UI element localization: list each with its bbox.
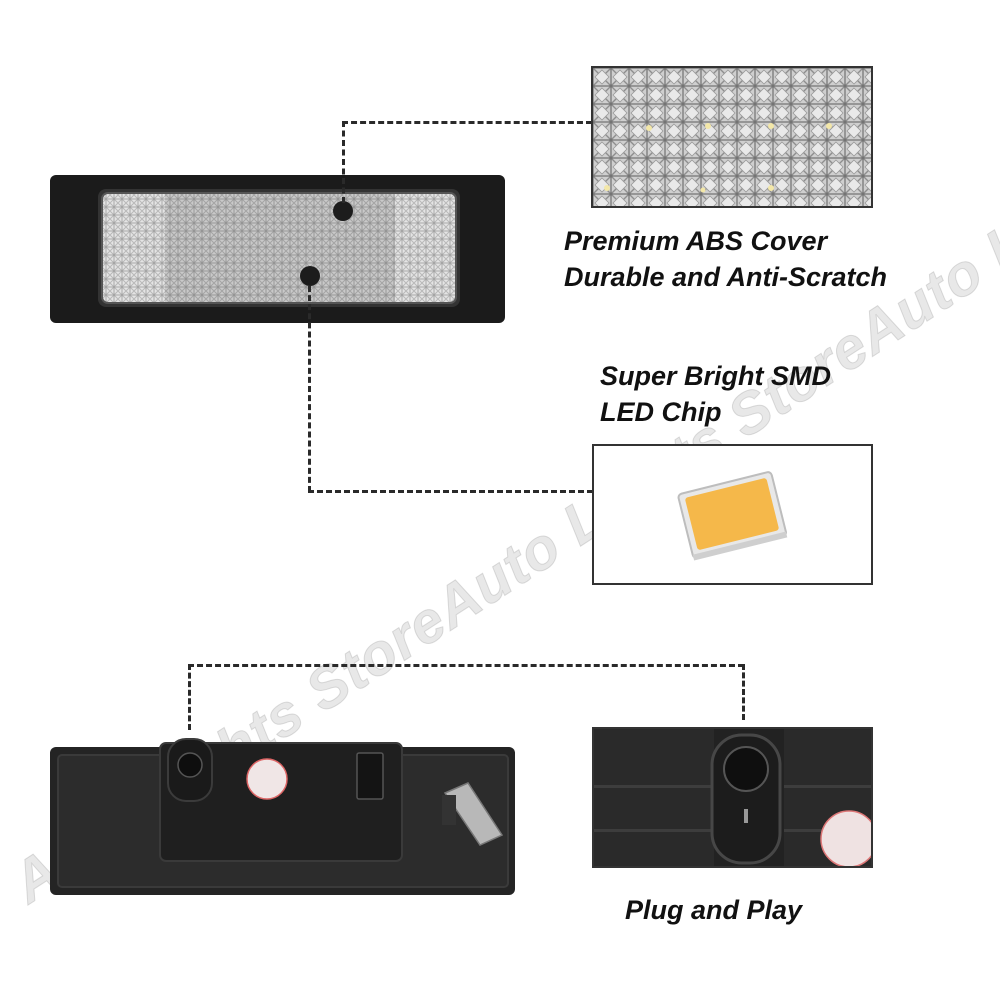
cover-caption-line1: Premium ABS Cover bbox=[564, 226, 828, 256]
led-chip-closeup bbox=[592, 444, 873, 585]
plug-connector-left-vertical bbox=[188, 664, 191, 730]
plug-connector-horizontal bbox=[188, 664, 744, 667]
cover-connector-horizontal bbox=[342, 121, 592, 124]
lamp-back-image bbox=[50, 715, 520, 895]
cover-closeup bbox=[591, 66, 873, 208]
plug-caption: Plug and Play bbox=[625, 895, 803, 925]
plug-closeup bbox=[592, 727, 873, 868]
chip-caption-line2: LED Chip bbox=[600, 397, 722, 427]
chip-caption-line1: Super Bright SMD bbox=[600, 361, 832, 391]
chip-connector-vertical bbox=[308, 286, 311, 492]
plug-connector-right-vertical bbox=[742, 664, 745, 720]
cover-connector-vertical bbox=[342, 121, 345, 203]
chip-caption: Super Bright SMD LED Chip bbox=[600, 358, 831, 430]
chip-connector-horizontal bbox=[308, 490, 593, 493]
cover-callout-dot bbox=[333, 201, 353, 221]
chip-callout-dot bbox=[300, 266, 320, 286]
lamp-front-image bbox=[50, 175, 505, 323]
cover-caption: Premium ABS Cover Durable and Anti-Scrat… bbox=[564, 223, 887, 295]
cover-caption-line2: Durable and Anti-Scratch bbox=[564, 262, 888, 292]
